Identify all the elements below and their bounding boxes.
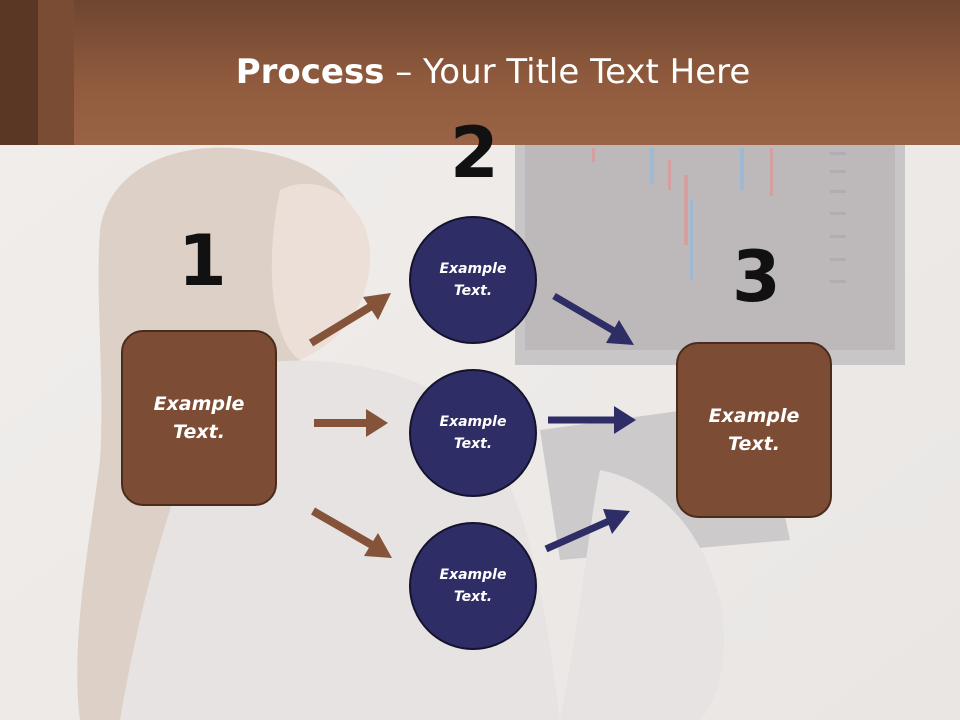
title-rest: – Your Title Text Here [384, 52, 751, 92]
step-number-1: 1 [178, 220, 227, 302]
arrow-left-to-top [308, 293, 391, 347]
arrow-top-to-right [552, 292, 634, 345]
circle-bottom-text: Example Text. [439, 566, 507, 605]
step-number-3: 3 [732, 236, 781, 318]
step-number-2: 2 [450, 112, 499, 194]
circle-top-text: Example Text. [439, 260, 507, 299]
right-box-text: Example Text. [708, 404, 800, 456]
slide-title: Process – Your Title Text Here [0, 52, 960, 92]
left-process-box: Example Text. [121, 330, 277, 506]
right-process-box: Example Text. [676, 342, 832, 518]
circle-bottom: Example Text. [409, 522, 537, 650]
left-box-text: Example Text. [153, 392, 245, 444]
banner-stripe [38, 0, 74, 145]
arrow-left-to-bottom [311, 507, 392, 558]
arrow-bottom-to-right [544, 509, 630, 553]
arrow-middle-to-right [548, 406, 636, 434]
circle-middle: Example Text. [409, 369, 537, 497]
title-bold: Process [235, 52, 385, 92]
banner-stripe [0, 0, 38, 145]
title-banner: Process – Your Title Text Here [0, 0, 960, 145]
arrow-left-to-middle [314, 409, 388, 437]
circle-top: Example Text. [409, 216, 537, 344]
circle-middle-text: Example Text. [439, 413, 507, 452]
